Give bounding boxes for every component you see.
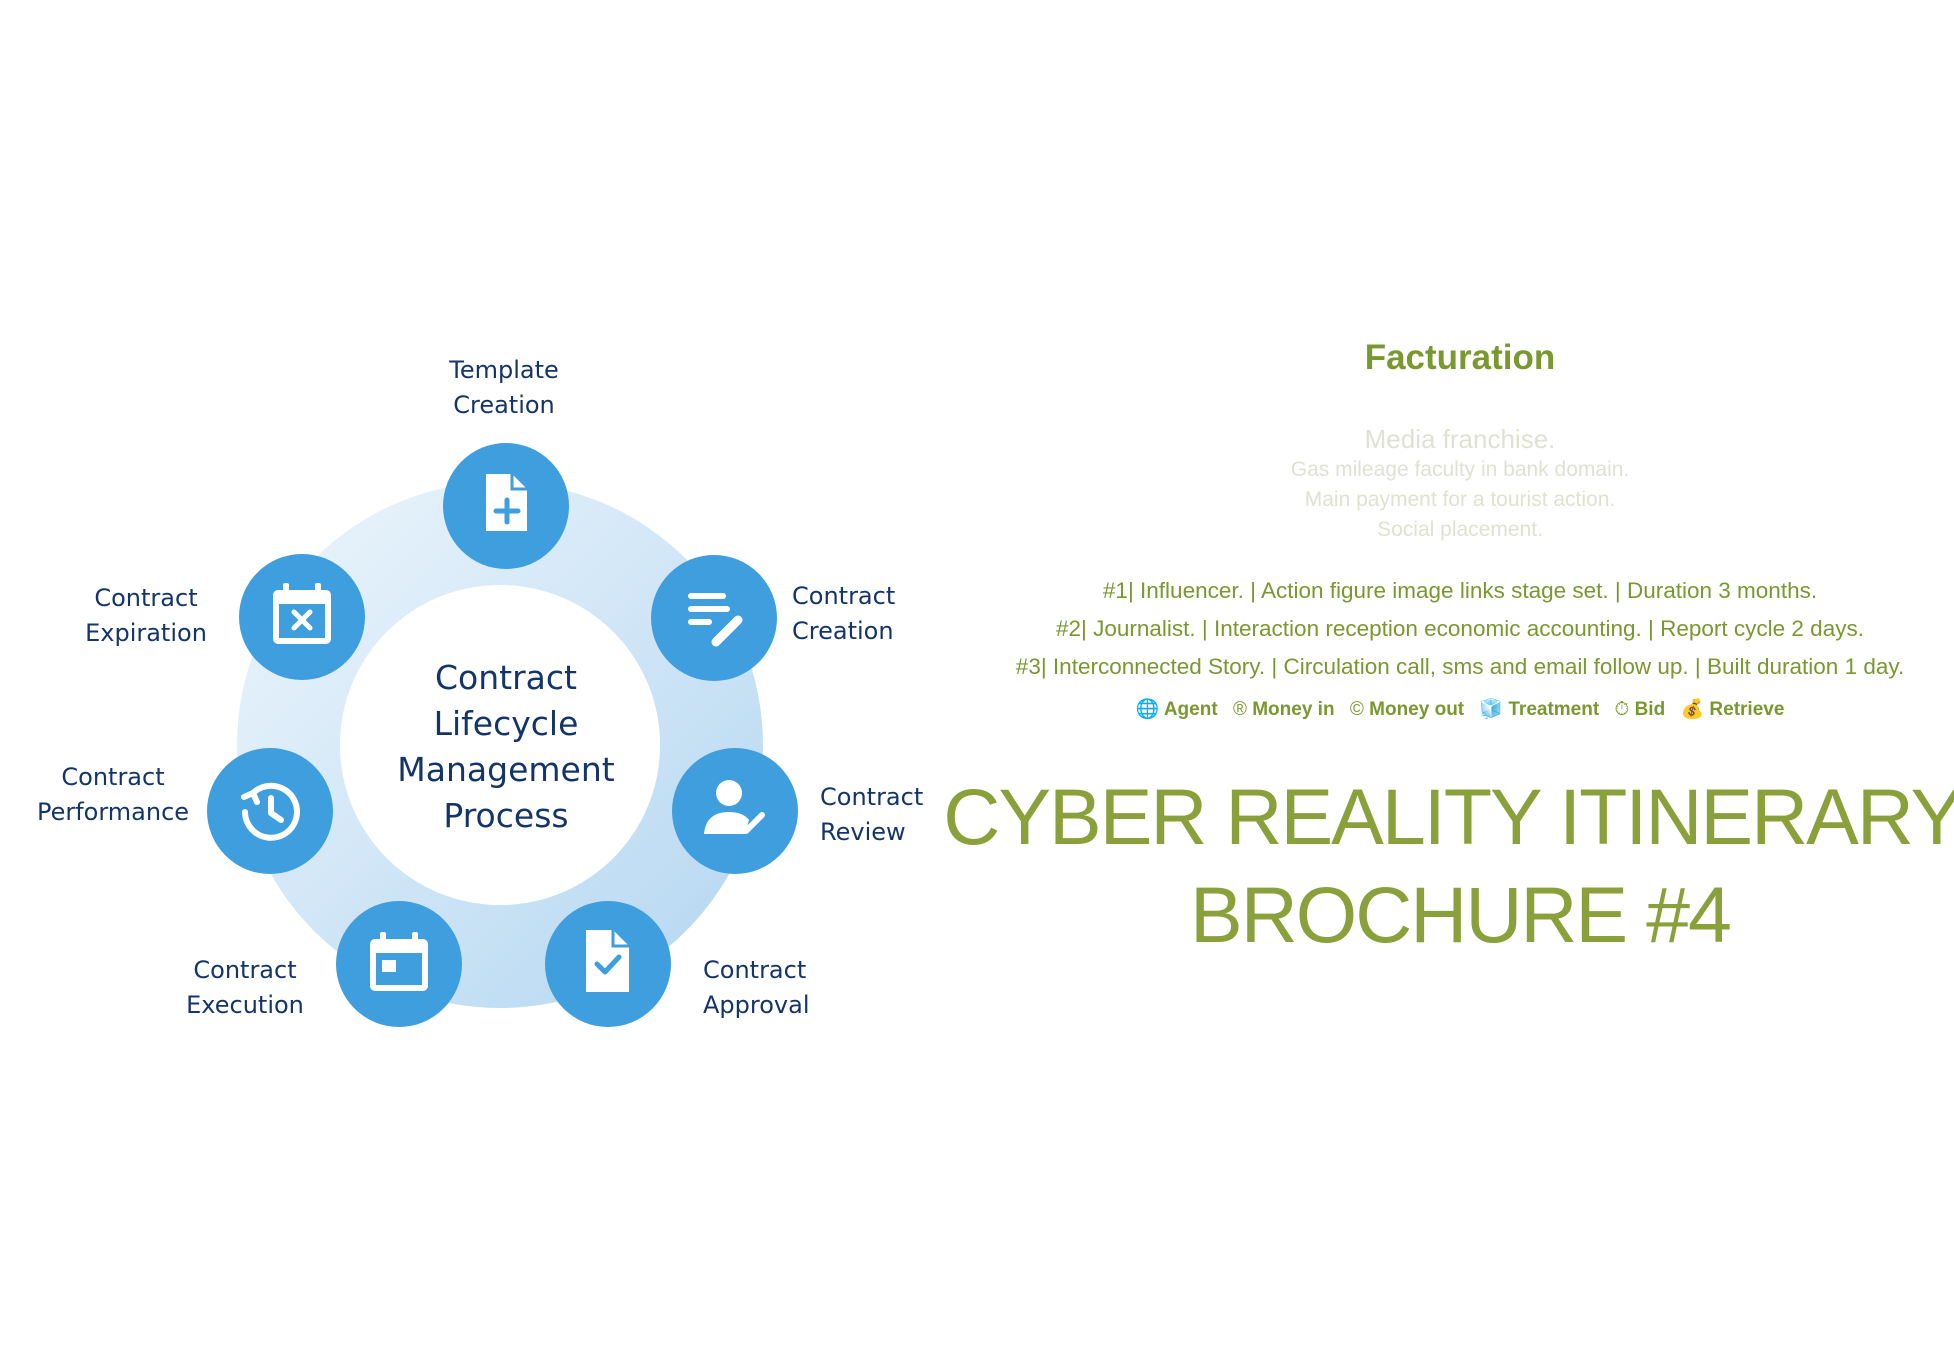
legend-label: Agent — [1163, 699, 1218, 720]
contract-execution-label: Contract Execution — [186, 953, 304, 1023]
legend-label: Retrieve — [1709, 699, 1785, 720]
stage-label-line: Template — [449, 356, 559, 384]
stage-label-line: Contract — [61, 763, 165, 791]
headline-line: CYBER REALITY ITINERARY: — [943, 772, 1954, 861]
stage-label-line: Contract — [820, 783, 924, 811]
panel-subline: Main payment for a tourist action. — [1304, 488, 1616, 511]
contract-approval-node[interactable] — [545, 901, 671, 1027]
panel-tagline: Media franchise. — [1364, 424, 1556, 454]
stage-label-line: Performance — [36, 798, 190, 826]
calendar-icon — [370, 932, 428, 991]
panel-item-list: #1| Influencer. | Action figure image li… — [1016, 575, 1904, 689]
panel-subline: Gas mileage faculty in bank domain. — [1290, 458, 1630, 481]
diagram-center-title: Contract Lifecycle Management Process — [397, 655, 614, 839]
registered-icon: ® — [1232, 699, 1247, 720]
center-title-line: Process — [443, 796, 569, 835]
contract-creation-label: Contract Creation — [792, 579, 895, 649]
list-item: #3| Interconnected Story. | Circulation … — [1015, 654, 1905, 679]
contract-creation-node[interactable] — [651, 555, 777, 681]
legend-label: Bid — [1634, 699, 1666, 720]
stage-label-line: Review — [820, 818, 906, 846]
history-icon — [241, 782, 300, 841]
stage-label-line: Contract — [193, 956, 297, 984]
globe-icon: 🌐 — [1135, 699, 1160, 720]
lifecycle-ring — [237, 482, 763, 1008]
panel-headline: CYBER REALITY ITINERARY: BROCHURE #4 — [943, 768, 1954, 964]
legend-item-retrieve: 💰 Retrieve — [1680, 699, 1784, 720]
template-creation-node[interactable] — [443, 443, 569, 569]
list-pen-icon — [688, 593, 743, 647]
template-creation-label: Template Creation — [449, 353, 559, 423]
lifecycle-diagram — [207, 443, 798, 1027]
contract-execution-node[interactable] — [336, 901, 462, 1027]
legend-item-money-out: © Money out — [1350, 699, 1464, 720]
contract-performance-label: Contract Performance — [37, 760, 189, 830]
stage-label-line: Contract — [792, 582, 896, 610]
contract-expiration-node[interactable] — [239, 554, 365, 680]
file-plus-icon — [486, 474, 527, 531]
stage-label-line: Execution — [186, 991, 304, 1019]
stage-label-line: Expiration — [85, 619, 207, 647]
legend-item-treatment: 🧊 Treatment — [1479, 699, 1599, 720]
center-title-line: Contract — [435, 658, 577, 697]
user-check-icon — [704, 780, 765, 834]
list-item: #2| Journalist. | Interaction reception … — [1056, 616, 1864, 641]
contract-performance-node[interactable] — [207, 748, 333, 874]
copyright-icon: © — [1349, 699, 1364, 720]
panel-title: Facturation — [1364, 338, 1556, 377]
file-check-icon — [586, 930, 629, 992]
stage-label-line: Contract — [703, 956, 807, 984]
money-bag-icon: 💰 — [1680, 699, 1705, 720]
legend-item-agent: 🌐 Agent — [1136, 699, 1218, 720]
ring-center — [340, 585, 660, 905]
contract-expiration-label: Contract Expiration — [85, 581, 207, 651]
legend-label: Treatment — [1508, 699, 1600, 720]
stopwatch-icon: ⏱ — [1614, 699, 1630, 720]
contract-review-label: Contract Review — [820, 780, 923, 850]
panel-subline: Social placement. — [1377, 518, 1543, 541]
legend-item-bid: ⏱ Bid — [1614, 699, 1665, 720]
list-item: #1| Influencer. | Action figure image li… — [1102, 578, 1818, 603]
calendar-x-icon — [273, 583, 331, 644]
ice-cube-icon: 🧊 — [1479, 699, 1504, 720]
stage-label-line: Creation — [792, 617, 894, 645]
stage-label-line: Creation — [453, 391, 555, 419]
legend-label: Money in — [1252, 699, 1335, 720]
stage-label-line: Approval — [703, 991, 810, 1019]
legend-item-money-in: ® Money in — [1233, 699, 1335, 720]
panel-legend: 🌐 Agent ® Money in © Money out 🧊 Treatme… — [1131, 697, 1790, 721]
legend-label: Money out — [1369, 699, 1465, 720]
contract-approval-label: Contract Approval — [703, 953, 810, 1023]
center-title-line: Management — [397, 750, 615, 789]
contract-review-node[interactable] — [672, 748, 798, 874]
stage-label-line: Contract — [94, 584, 198, 612]
headline-line: BROCHURE #4 — [1190, 870, 1732, 959]
center-title-line: Lifecycle — [433, 704, 579, 743]
